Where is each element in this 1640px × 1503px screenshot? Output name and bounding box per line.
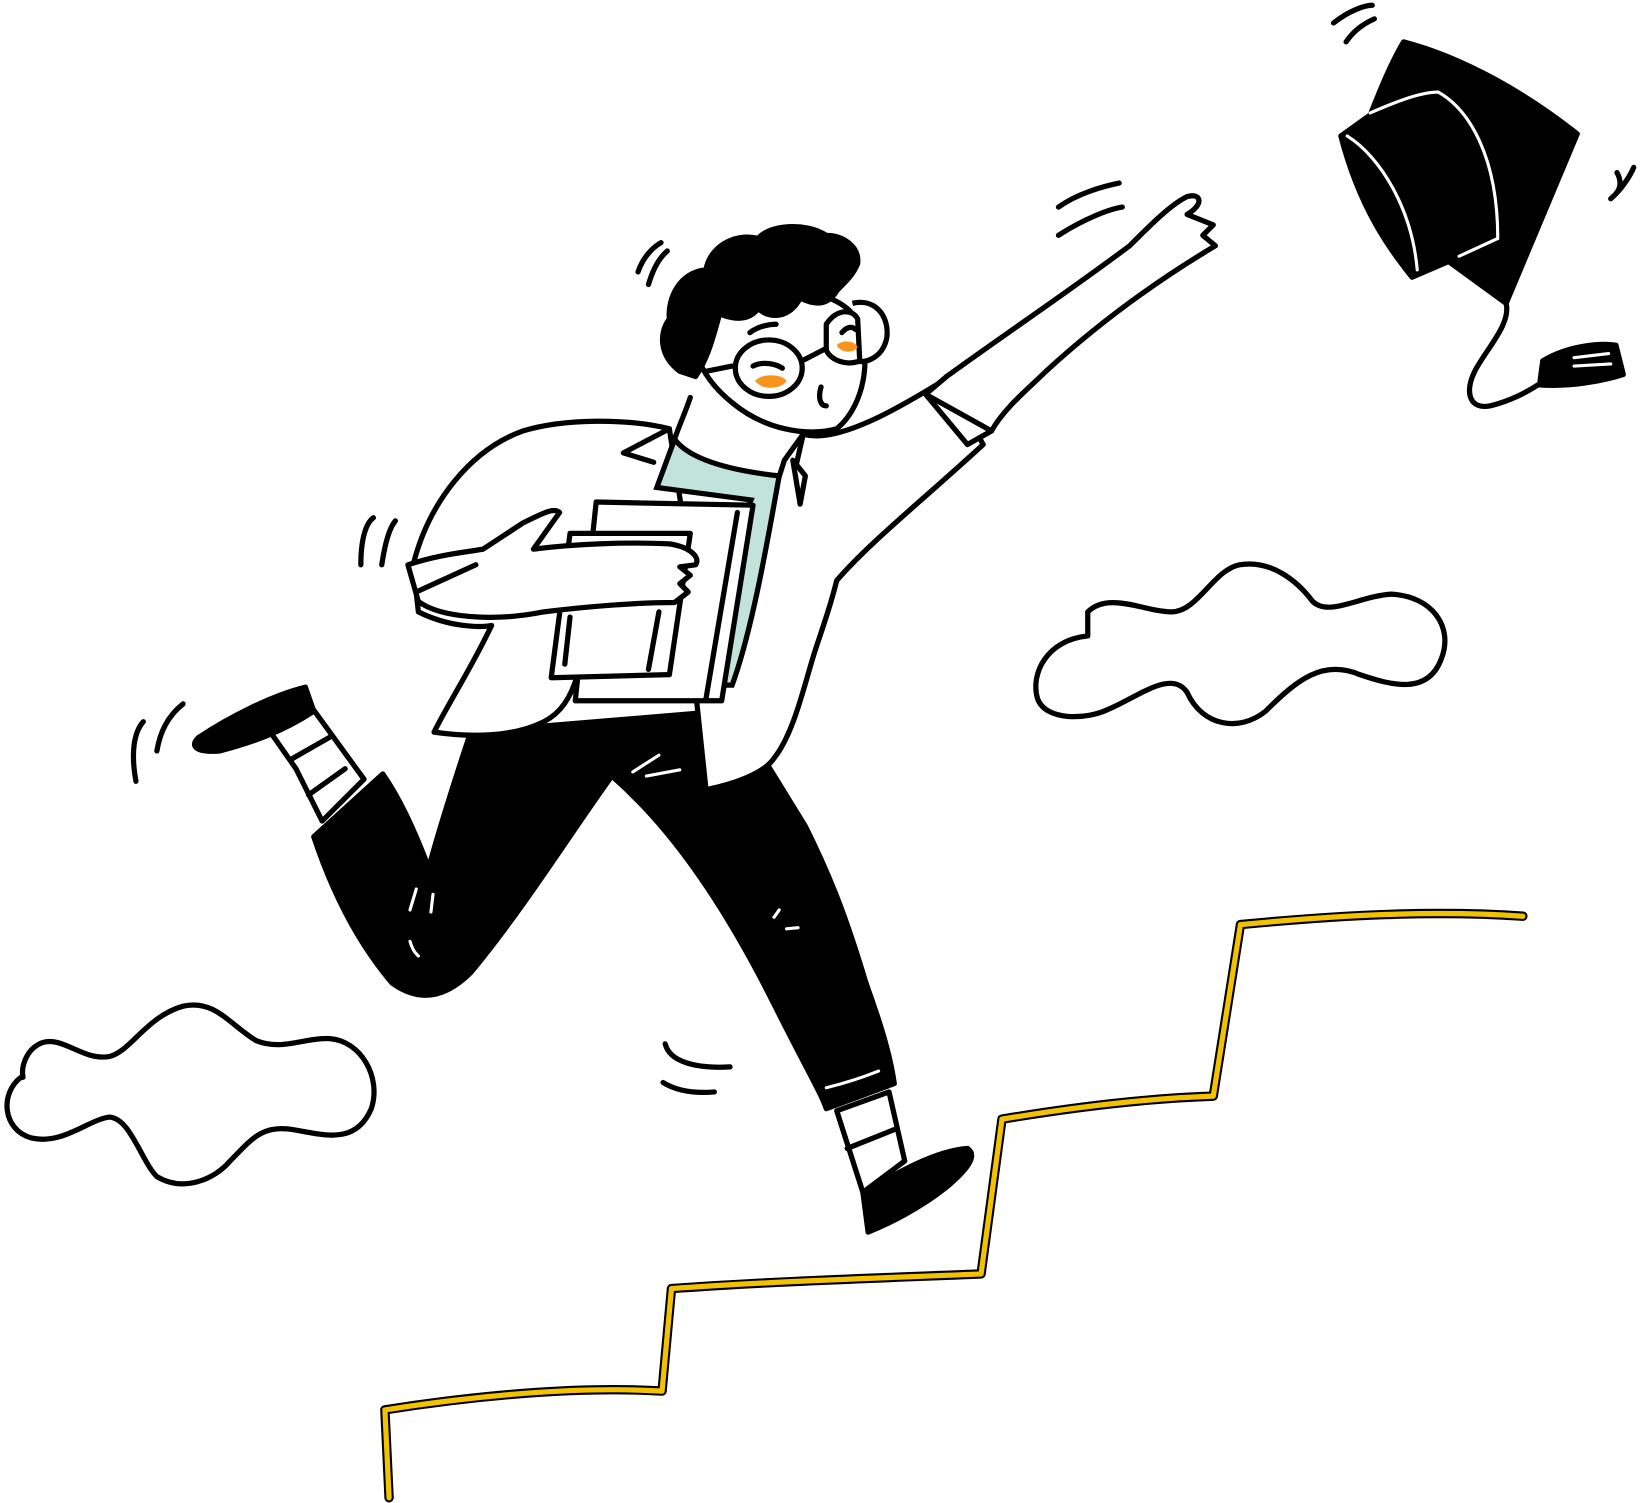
staircase-fill — [382, 910, 1526, 1501]
blush-right — [836, 341, 858, 352]
arm-raised — [923, 193, 1218, 448]
cloud-left — [4, 1002, 377, 1187]
student-figure — [192, 193, 1218, 1235]
shoe-back — [192, 684, 317, 754]
cloud-right — [1033, 561, 1448, 727]
hair — [659, 223, 861, 380]
blush-left — [755, 375, 787, 388]
graduation-cap-icon — [1330, 2, 1637, 410]
staircase — [380, 908, 1528, 1503]
shoe-front — [860, 1145, 975, 1235]
arm-front — [405, 507, 700, 620]
pants — [311, 708, 897, 1112]
motion-lines — [130, 180, 1125, 1096]
